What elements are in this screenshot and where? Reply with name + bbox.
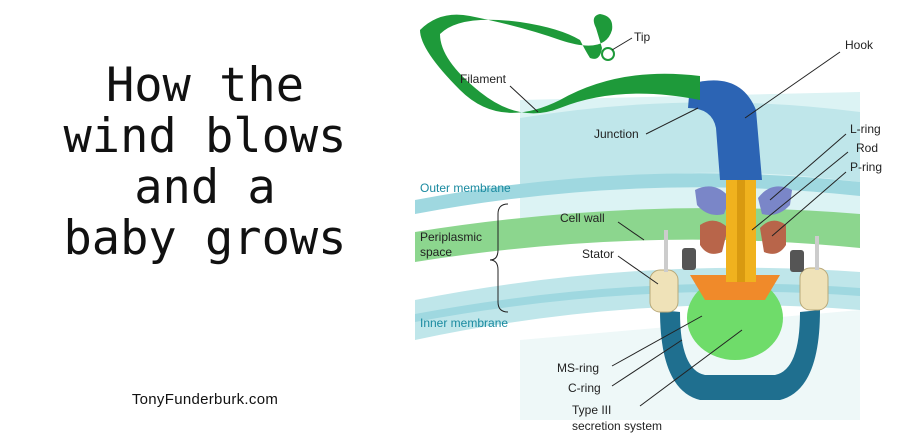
type3-leader — [639, 329, 743, 407]
website-link[interactable]: TonyFunderburk.com — [131, 391, 279, 408]
export-apparatus — [690, 275, 780, 300]
label-hook: Hook — [845, 38, 874, 52]
label-junction: Junction — [594, 127, 639, 141]
label-cell-wall: Cell wall — [560, 211, 605, 225]
stator-post-right — [815, 236, 819, 270]
headline-line-3: and a — [134, 160, 276, 215]
headline: How the wind blows and a baby grows — [0, 60, 410, 264]
tip-marker — [601, 47, 615, 61]
hook-shape — [688, 80, 762, 180]
c-ring-shape — [660, 310, 820, 400]
junction-leader — [645, 107, 699, 135]
filament-leader — [509, 85, 539, 113]
label-inner-membrane: Inner membrane — [420, 316, 508, 330]
label-c-ring: C-ring — [568, 381, 601, 395]
rod-leader — [751, 151, 849, 231]
stator-dark-left — [682, 248, 696, 270]
ms-ring-leader — [611, 315, 703, 367]
headline-line-4: baby grows — [63, 211, 347, 266]
label-outer-membrane: Outer membrane — [420, 181, 511, 195]
label-l-ring: L-ring — [850, 122, 881, 136]
label-periplasmic-2: space — [420, 245, 452, 259]
stator-left — [649, 269, 679, 313]
label-periplasmic-1: Periplasmic — [420, 230, 482, 244]
headline-line-1: How the — [105, 58, 305, 113]
p-ring-leader — [771, 171, 847, 237]
stator-dark-right — [790, 250, 804, 272]
headline-line-2: wind blows — [63, 109, 347, 164]
p-ring-shape — [700, 220, 786, 254]
label-type3-line-2: secretion system — [572, 419, 662, 433]
label-rod: Rod — [856, 141, 878, 155]
stator-leader — [617, 255, 659, 285]
l-ring-shape — [695, 186, 792, 215]
label-tip: Tip — [634, 30, 651, 44]
c-ring-leader — [611, 339, 683, 387]
tip-leader — [611, 37, 633, 51]
periplasmic-brace — [489, 203, 509, 313]
label-filament: Filament — [460, 72, 507, 86]
label-stator: Stator — [582, 247, 614, 261]
stator-post-left — [664, 230, 668, 272]
cell-wall-leader — [617, 221, 645, 241]
stator-right — [799, 267, 829, 311]
label-ms-ring: MS-ring — [557, 361, 599, 375]
outer-membrane-layer — [520, 102, 860, 190]
l-ring-leader — [769, 133, 847, 201]
label-type3-line-1: Type III — [572, 403, 611, 417]
filament-shape — [420, 14, 700, 114]
label-p-ring: P-ring — [850, 160, 882, 174]
rod-core — [737, 170, 745, 282]
hook-leader — [744, 51, 841, 119]
